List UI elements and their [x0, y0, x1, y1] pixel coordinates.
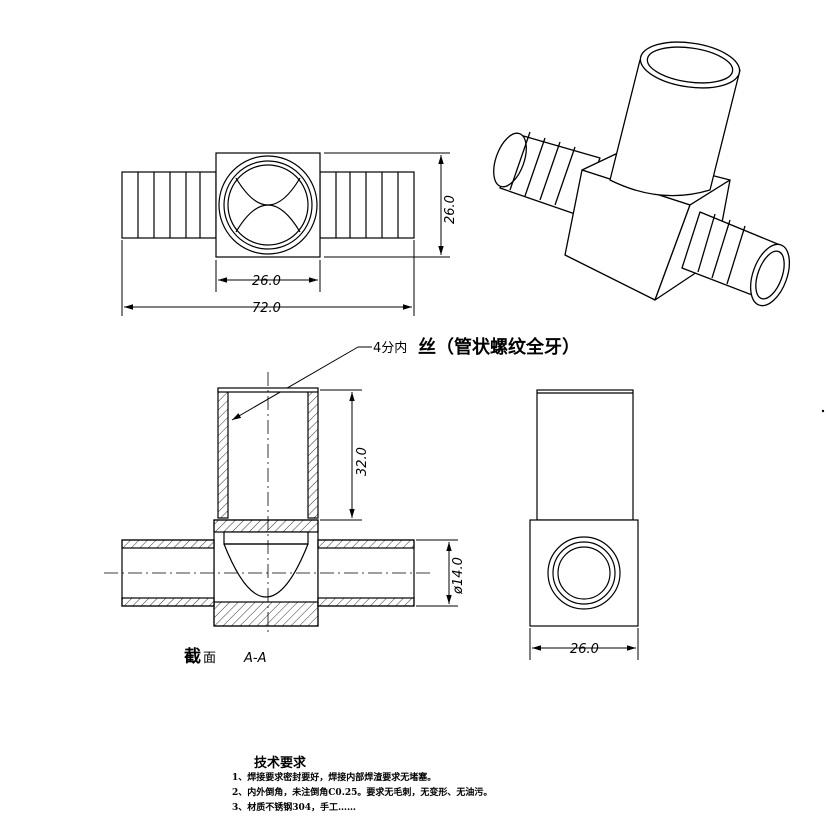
section-label-name: A-A [243, 651, 266, 666]
callout-prefix: 4分内 [373, 340, 407, 356]
top-view-dimensions [121, 152, 450, 316]
callout-main: 丝（管状螺纹全牙） [418, 336, 580, 358]
dim-height: 26.0 [443, 195, 458, 224]
dim-barb-dia: ø14.0 [451, 557, 466, 595]
dim-overall-length: 72.0 [252, 301, 281, 316]
dim-top-width: 26.0 [252, 274, 281, 289]
technical-requirements: 技术要求 1、焊接要求密封要好，焊接内部焊渣要求无堵塞。 2、内外倒角，未注倒角… [232, 752, 652, 816]
section-dimensions [320, 389, 458, 607]
tech-title: 技术要求 [254, 756, 307, 771]
section-centerlines [104, 372, 430, 636]
dim-socket-depth: 32.0 [355, 447, 370, 476]
tech-item-1: 1、焊接要求密封要好，焊接内部焊渣要求无堵塞。 [232, 773, 437, 783]
callout-leader [231, 346, 372, 421]
tech-item-3: 3、材质不锈钢304，手工…… [232, 803, 357, 813]
stray-dot [821, 409, 825, 413]
side-view-dimensions [529, 628, 639, 660]
top-view [121, 152, 415, 258]
dim-side-width: 26.0 [570, 642, 599, 657]
side-view [529, 389, 639, 627]
section-label-prefix: 截 [184, 646, 201, 667]
isometric-view [493, 41, 791, 307]
tech-item-2: 2、内外倒角，未注倒角C0.25。要求无毛刺，无变形、无油污。 [232, 788, 493, 798]
section-label-suffix: 面 [203, 651, 216, 666]
